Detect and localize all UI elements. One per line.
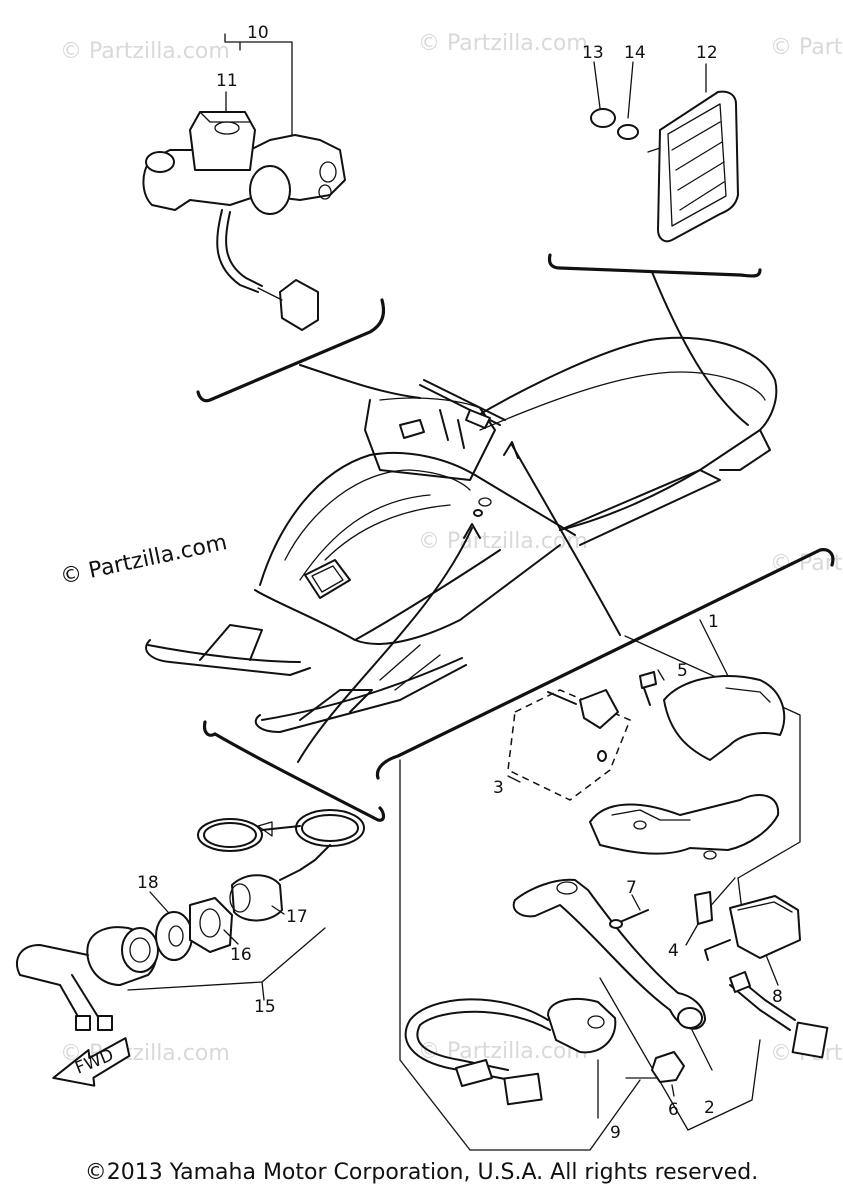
watermark-text: © Partzilla.com [770, 35, 843, 60]
arrow-head [503, 441, 519, 459]
callout-4: 4 [668, 941, 679, 961]
callout-13: 13 [582, 43, 604, 63]
reflector-assembly [590, 61, 739, 243]
leader-line [297, 527, 473, 763]
copyright-notice: ©2013 Yamaha Motor Corporation, U.S.A. A… [84, 1160, 759, 1185]
callout-7: 7 [626, 878, 637, 898]
watermark-text: © Partzilla.com [418, 529, 588, 554]
callout-5: 5 [677, 661, 688, 681]
callout-8: 8 [772, 987, 783, 1007]
callout-17: 17 [286, 907, 308, 927]
arrow-head [463, 523, 481, 539]
watermark-layer: © Partzilla.com © Partzilla.com © Partzi… [58, 31, 843, 1066]
bracket-top-right [547, 253, 762, 278]
callout-1: 1 [708, 612, 719, 632]
watermark-text: © Partzilla.com [418, 31, 588, 56]
callout-numbers: 10 11 13 14 12 1 5 3 7 4 8 2 6 9 18 17 1… [137, 23, 783, 1143]
callout-2: 2 [704, 1098, 715, 1118]
leader-line [511, 444, 621, 636]
callout-15: 15 [254, 997, 276, 1017]
callout-3: 3 [493, 778, 504, 798]
callout-12: 12 [696, 43, 718, 63]
callout-14: 14 [624, 43, 646, 63]
brake-lever-assembly [399, 619, 829, 1151]
bracket-lower-left [202, 720, 386, 822]
leader-line [651, 271, 749, 426]
callout-16: 16 [230, 945, 252, 965]
watermark-text: © Partzilla.com [418, 1039, 588, 1064]
watermark-text-dark: © Partzilla.com [58, 530, 229, 590]
main-switch-assembly [15, 809, 365, 1031]
callout-9: 9 [610, 1123, 621, 1143]
leader-line [299, 364, 421, 399]
snowmobile-outline [145, 336, 778, 733]
callout-6: 6 [668, 1100, 679, 1120]
watermark-text: © Partzilla.com [60, 39, 230, 64]
bracket-lower-right [375, 548, 835, 780]
bracket-top-left [196, 298, 386, 403]
callout-18: 18 [137, 873, 159, 893]
callout-10: 10 [247, 23, 269, 43]
callout-11: 11 [216, 71, 238, 91]
throttle-switch-assembly [142, 33, 346, 331]
